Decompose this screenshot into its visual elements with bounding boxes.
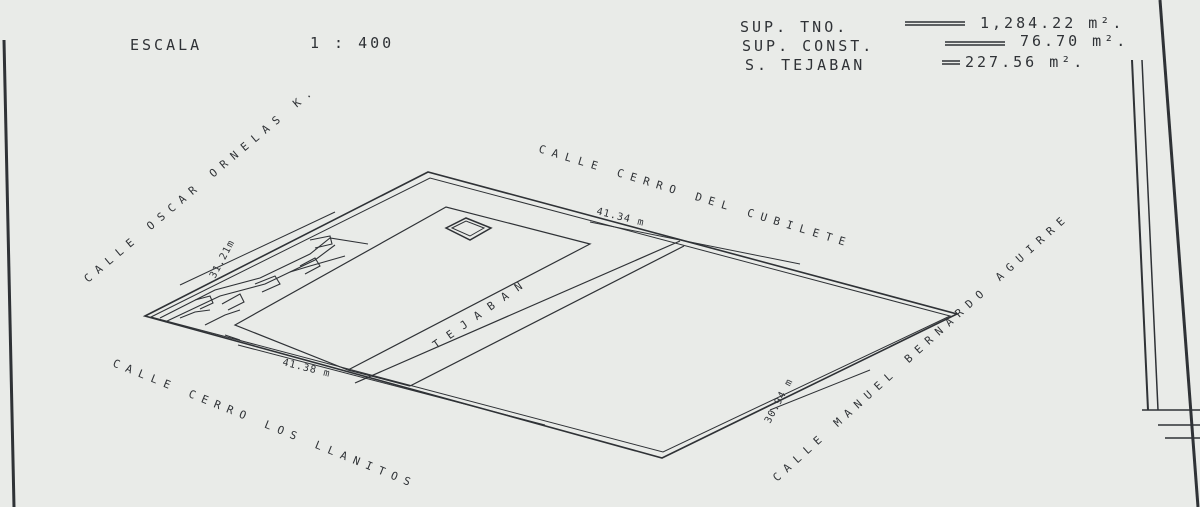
lot-outline-inner: [149, 177, 952, 453]
scale-label: ESCALA: [130, 36, 202, 54]
area-table: SUP. TNO. 1,284.22 m². SUP. CONST. 76.70…: [740, 14, 1128, 74]
scale-value: 1 : 400: [310, 34, 394, 52]
frame-right-edge: [1158, 0, 1200, 507]
cistern-icon: [444, 217, 493, 241]
frame-right-inner-2: [1141, 59, 1159, 411]
street-left: CALLE OSCAR ORNELAS K.: [82, 83, 320, 286]
street-right: CALLE MANUEL BERNARDO AGUIRRE: [770, 210, 1072, 484]
street-top: CALLE CERRO DEL CUBILETE: [537, 142, 853, 250]
area-value-construccion: 76.70 m².: [1020, 32, 1128, 50]
tejaban-boundary-bottom: [347, 369, 411, 387]
construction-rooms: [159, 235, 369, 341]
tejaban-boundary-b: [409, 245, 685, 387]
dim-line-right: [769, 369, 871, 411]
dim-right: 30.94 m: [763, 377, 796, 426]
area-value-terreno: 1,284.22 m².: [980, 14, 1124, 32]
frame-left-edge: [2, 39, 16, 507]
dim-top: 41.34 m: [595, 206, 645, 229]
dim-left: 31.21m: [208, 238, 237, 280]
frame-right-inner-1: [1131, 59, 1149, 411]
tejaban-zone: [233, 206, 592, 371]
dim-line-bottom: [237, 344, 546, 426]
zone-label-tejaban: TEJABAN: [430, 274, 533, 351]
dim-line-left: [179, 211, 336, 286]
area-value-tejaban: 227.56 m².: [965, 53, 1085, 71]
dimension-lines: [179, 211, 871, 426]
area-label-terreno: SUP. TNO.: [740, 18, 848, 36]
area-label-tejaban: S. TEJABAN: [745, 56, 865, 74]
dim-line-top: [589, 221, 801, 265]
area-label-construccion: SUP. CONST.: [742, 37, 874, 55]
tejaban-boundary-a: [354, 240, 681, 384]
